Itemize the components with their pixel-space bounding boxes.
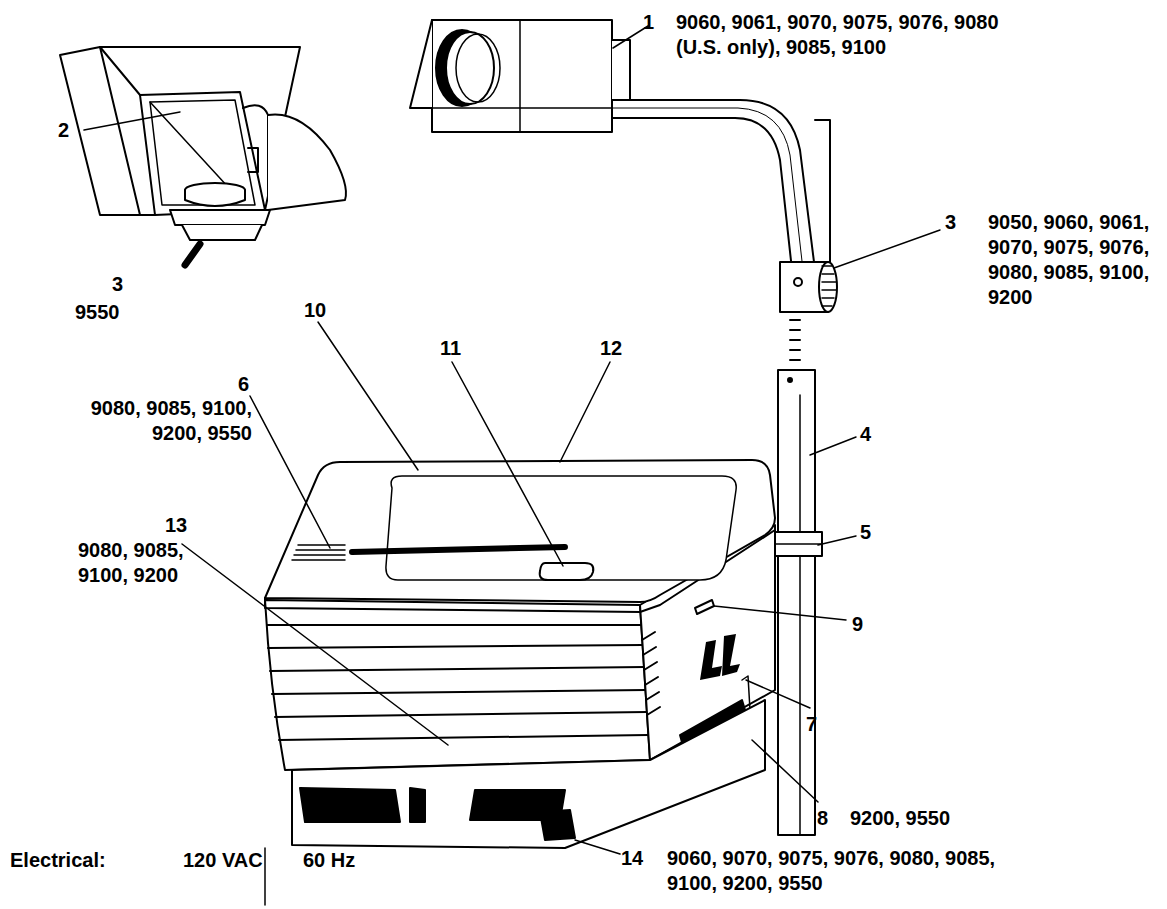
callout-number: 7 [806, 712, 817, 737]
leader-lines [84, 26, 940, 905]
model-list: 9060, 9061, 9070, 9075, 9076, 9080 (U.S.… [676, 10, 1006, 60]
model-list: 9060, 9070, 9075, 9076, 9080, 9085, 9100… [667, 846, 1047, 896]
callout-number: 3 [112, 272, 123, 297]
spec-value: 120 VAC [183, 848, 263, 873]
callout-number: 6 [238, 372, 249, 397]
callout-number: 11 [440, 336, 461, 361]
model-list: 9550 [75, 300, 120, 325]
callout-number: 1 [643, 10, 654, 35]
spec-value: 60 Hz [303, 848, 355, 873]
callout-number: 14 [621, 846, 643, 871]
spec-label: Electrical: [10, 848, 106, 873]
model-list: 9050, 9060, 9061, 9070, 9075, 9076, 9080… [988, 210, 1166, 310]
callout-number: 10 [304, 298, 326, 323]
callout-number: 2 [58, 118, 69, 143]
callout-number: 9 [852, 612, 863, 637]
callout-number: 5 [860, 520, 871, 545]
callout-number: 12 [600, 336, 622, 361]
callout-number: 3 [945, 210, 956, 235]
model-list: 9080, 9085, 9100, 9200 [78, 538, 218, 588]
callout-number: 4 [860, 422, 871, 447]
callout-number: 13 [165, 513, 187, 538]
model-list: 9080, 9085, 9100, 9200, 9550 [70, 396, 252, 446]
callout-number: 8 [817, 806, 828, 831]
model-list: 9200, 9550 [850, 806, 950, 831]
